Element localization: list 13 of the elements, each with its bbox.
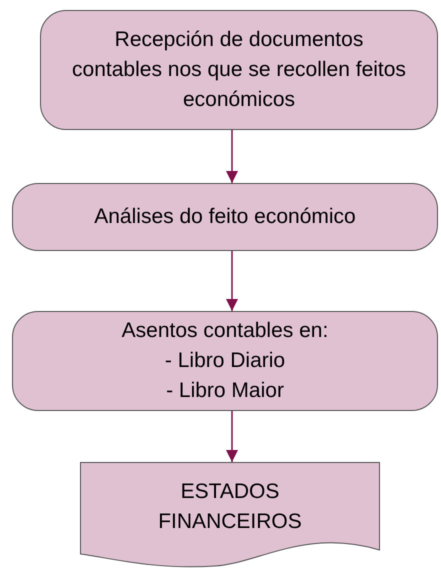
node-text: - Libro Maior <box>166 378 284 404</box>
process-box <box>12 311 438 411</box>
arrow <box>226 130 238 183</box>
node-text: - Libro Diario <box>164 348 286 374</box>
document-shape <box>80 462 380 568</box>
node-text: ESTADOS FINANCEIROS <box>157 479 303 535</box>
node-text: Asentos contables en: <box>122 318 328 344</box>
process-box <box>12 183 438 251</box>
process-box <box>40 10 438 130</box>
arrow <box>226 251 238 311</box>
arrow <box>226 411 238 462</box>
node-text: Recepción de documentos contables nos que se recollen feitos económicos <box>71 27 407 113</box>
node-text: Análises do feito económico <box>94 204 356 230</box>
